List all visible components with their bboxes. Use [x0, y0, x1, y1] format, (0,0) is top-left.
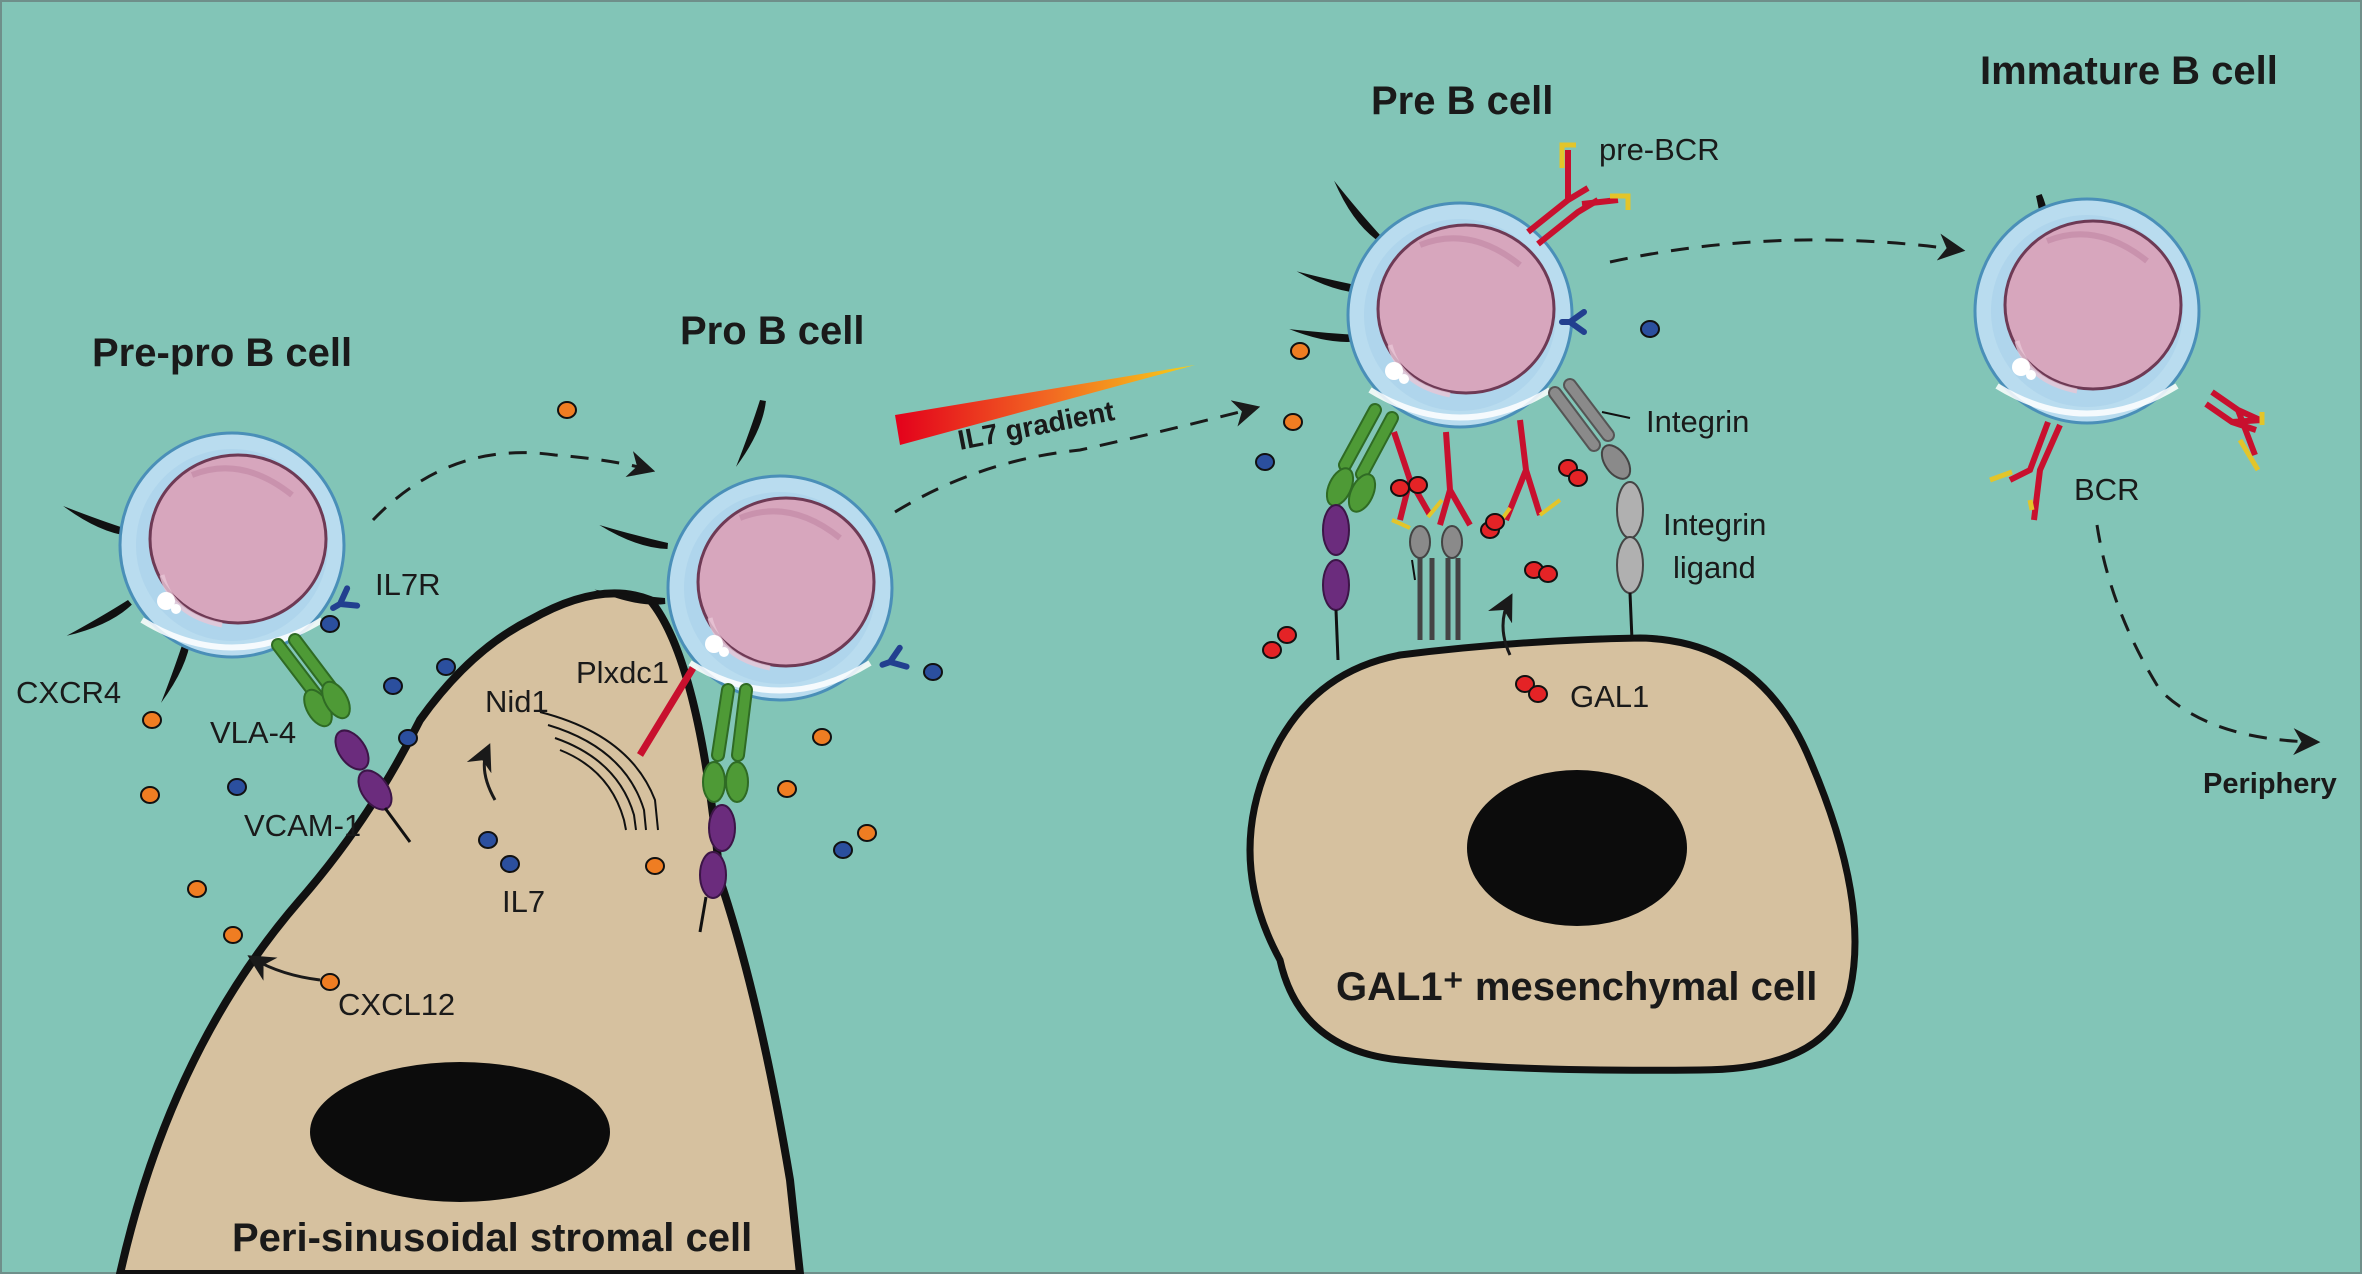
- pre-b-cell-title: Pre B cell: [1371, 79, 1553, 123]
- vla4-label: VLA-4: [210, 715, 296, 750]
- gal1-dot: [1390, 479, 1410, 497]
- mesenchymal-nucleus: [1467, 770, 1687, 926]
- migration-arrow-pro-to-pre: [894, 400, 1261, 514]
- stromal-nucleus: [310, 1062, 610, 1202]
- cxcl12-dot: [142, 711, 162, 729]
- migration-arrow-prepro-to-pro: [371, 451, 656, 522]
- il7-label: IL7: [502, 884, 545, 919]
- gal1-dot: [1485, 513, 1505, 531]
- gal1-mesenchymal-label: GAL1⁺ mesenchymal cell: [1336, 965, 1817, 1009]
- peri-sinusoidal-label: Peri-sinusoidal stromal cell: [232, 1216, 752, 1260]
- gal1-label: GAL1: [1570, 679, 1649, 714]
- cxcl12-dot: [557, 401, 577, 419]
- plxdc1-label: Plxdc1: [576, 655, 669, 690]
- migration-arrow-to-periphery: [2095, 524, 2321, 756]
- cxcl12-label: CXCL12: [338, 987, 455, 1022]
- cxcl12-dot: [223, 926, 243, 944]
- il7-dot: [923, 663, 943, 681]
- il7-secretion-arrow: [466, 743, 497, 801]
- cxcr4-label: CXCR4: [16, 675, 121, 710]
- il7-dot: [398, 729, 418, 747]
- gal1-dot: [1568, 469, 1588, 487]
- pre-bcr-label: pre-BCR: [1599, 132, 1720, 167]
- il7-dot: [1640, 320, 1660, 338]
- cxcl12-dot: [320, 973, 340, 991]
- immature-b-cell-title: Immature B cell: [1980, 49, 2278, 93]
- il7-gradient-wedge: [895, 365, 1195, 445]
- pre-pro-b-cell-title: Pre-pro B cell: [92, 331, 352, 375]
- signal-molecules: [140, 320, 1660, 991]
- pre-pro-b-cell: [59, 433, 412, 843]
- pro-b-cell: [539, 397, 907, 933]
- cxcl12-dot: [187, 880, 207, 898]
- il7-dot: [436, 658, 456, 676]
- cxcl12-dot: [140, 786, 160, 804]
- cxcl12-dot: [645, 857, 665, 875]
- gal1-dot: [1528, 685, 1548, 703]
- il7-dot: [478, 831, 498, 849]
- il7-dot: [227, 778, 247, 796]
- pre-b-cell: [1289, 142, 1644, 661]
- il7r-label: IL7R: [375, 567, 440, 602]
- bcr-label: BCR: [2074, 472, 2139, 507]
- gal1-dot: [1277, 626, 1297, 644]
- gal1-mesenchymal-cell: [1246, 634, 1859, 1074]
- il7-dot: [383, 677, 403, 695]
- integrin-ligand-label-2: ligand: [1673, 550, 1756, 585]
- il7-dot: [320, 615, 340, 633]
- cxcl12-dot: [1290, 342, 1310, 360]
- cxcl12-dot: [777, 780, 797, 798]
- il7-dot: [833, 841, 853, 859]
- integrin-ligand-label-1: Integrin: [1663, 507, 1766, 542]
- periphery-label: Periphery: [2203, 768, 2337, 800]
- cxcl12-secretion-arrow: [247, 955, 321, 982]
- peri-sinusoidal-stromal-cell: [115, 589, 805, 1274]
- immature-b-cell: [1975, 193, 2265, 521]
- gal1-dot: [1408, 476, 1428, 494]
- vcam1-label: VCAM-1: [244, 808, 361, 843]
- il7-dot: [500, 855, 520, 873]
- gal1-secretion-arrow: [1488, 593, 1513, 656]
- gal1-dot: [1515, 675, 1535, 693]
- il7-dot: [1255, 453, 1275, 471]
- cxcl12-dot: [857, 824, 877, 842]
- gal1-dot: [1262, 641, 1282, 659]
- cxcl12-dot: [1283, 413, 1303, 431]
- cxcl12-dot: [812, 728, 832, 746]
- gal1-dot: [1538, 565, 1558, 583]
- pro-b-cell-title: Pro B cell: [680, 309, 865, 353]
- migration-arrow-pre-to-immature: [1609, 233, 1966, 264]
- integrin-label: Integrin: [1646, 404, 1749, 439]
- nid1-label: Nid1: [485, 684, 549, 719]
